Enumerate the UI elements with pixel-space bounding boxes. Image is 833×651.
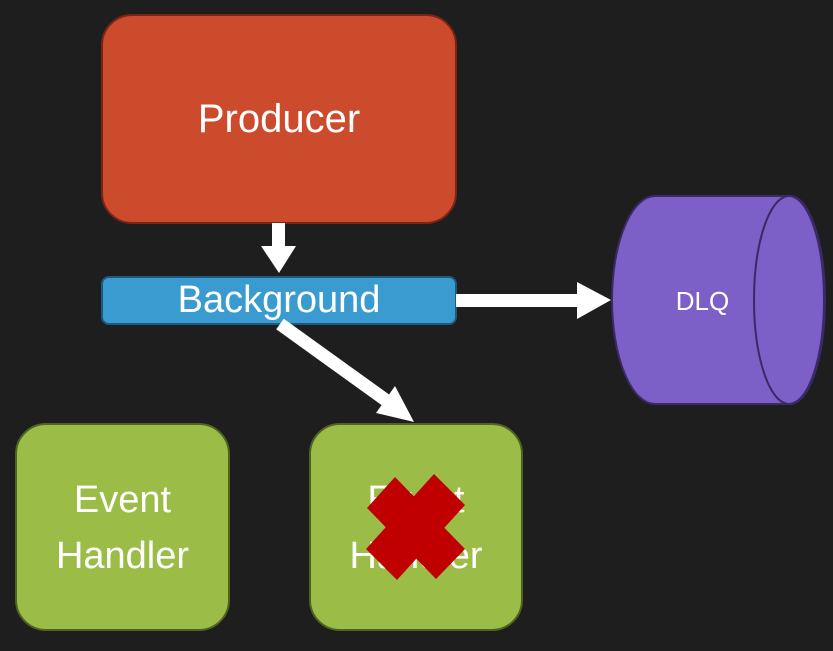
arrow-background-to-handler [276, 318, 414, 422]
producer-label: Producer [197, 97, 361, 141]
dlq-node [611, 195, 826, 405]
event-handler-label-line1: Event [73, 479, 172, 521]
background-label: Background [177, 279, 381, 321]
event-handler-node [15, 423, 230, 631]
dlq-cylinder-end [753, 195, 825, 405]
arrow-background-to-dlq [456, 282, 611, 319]
arrow-producer-to-background [261, 223, 296, 273]
x-mark-icon [366, 474, 465, 580]
event-handler-label-line2: Handler [55, 535, 190, 577]
dlq-label: DLQ [675, 286, 730, 316]
